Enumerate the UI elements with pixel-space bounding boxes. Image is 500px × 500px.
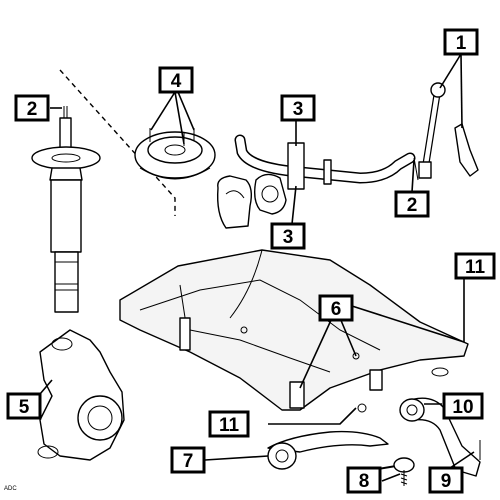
strut-top-mount (134, 128, 216, 180)
callout-7: 7 (170, 446, 206, 474)
callout-label: 2 (407, 195, 418, 216)
stabilizer-bar (234, 134, 416, 190)
callout-label: 5 (19, 397, 30, 418)
callout-5: 5 (6, 392, 42, 420)
callout-label: 1 (456, 33, 467, 54)
callout-label: 7 (183, 451, 194, 472)
callout-10: 10 (442, 392, 484, 420)
callout-label: 2 (27, 99, 38, 120)
steering-knuckle (37, 329, 125, 461)
credit-text: ADC (4, 486, 17, 492)
callout-label: 11 (219, 415, 240, 436)
callout-8: 8 (346, 466, 382, 494)
callout-label: 6 (331, 299, 342, 320)
install-dashed-line (59, 69, 176, 216)
callout-label: 11 (465, 257, 486, 278)
stabilizer-link (413, 82, 479, 181)
callout-label: 10 (452, 397, 473, 418)
tie-rod-end (371, 457, 415, 486)
thrust-arm (399, 397, 481, 477)
callout-label: 3 (283, 227, 294, 248)
callout-label: 4 (171, 71, 182, 92)
callout-9: 9 (428, 466, 464, 494)
lower-control-arm (267, 430, 389, 470)
callout-3-top: 3 (280, 94, 316, 122)
front-subframe (119, 249, 469, 413)
callout-2-link: 2 (394, 190, 430, 218)
callout-label: 3 (293, 99, 304, 120)
callout-label: 9 (441, 471, 452, 492)
callout-3-bottom: 3 (270, 222, 306, 250)
stabilizer-bushings (216, 173, 287, 229)
callout-4: 4 (158, 66, 194, 94)
callout-1-top: 1 (443, 28, 479, 56)
callout-6: 6 (318, 294, 354, 322)
strut-assembly (31, 106, 101, 313)
callout-11-right: 11 (454, 252, 496, 280)
leader-lines (39, 53, 475, 482)
callout-2-strut: 2 (14, 94, 50, 122)
callout-label: 8 (359, 471, 370, 492)
callout-11-bottom: 11 (208, 410, 250, 438)
